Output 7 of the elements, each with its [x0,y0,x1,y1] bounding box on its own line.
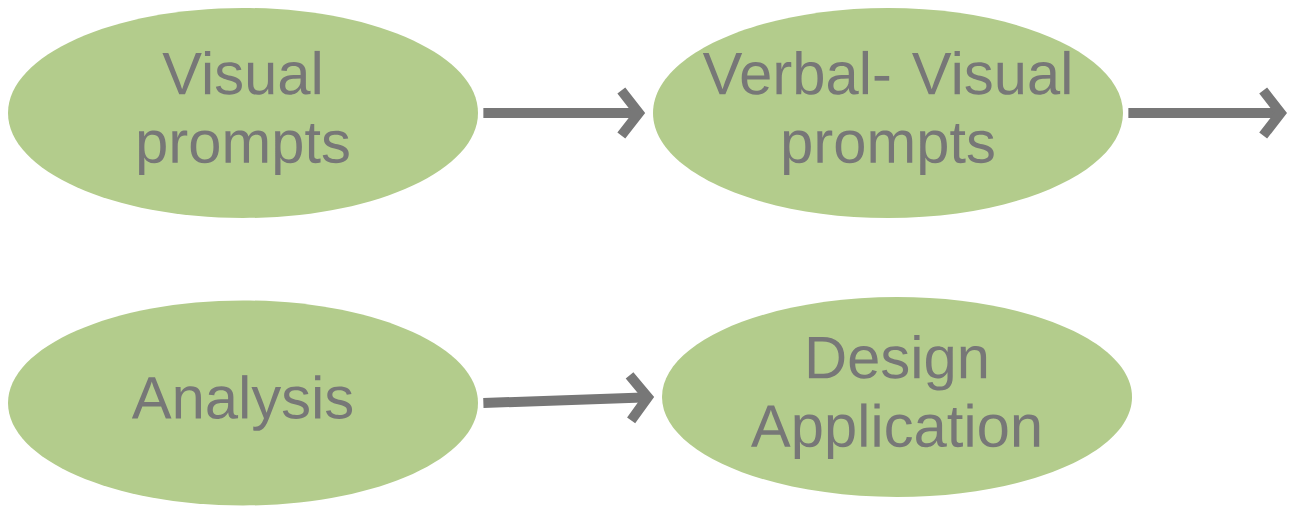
ellipse-node: Design Application [662,297,1132,497]
ellipse-node: Analysis [8,300,478,506]
ellipse-node: Visual prompts [8,8,478,218]
ellipse-node: Verbal- Visual prompts [653,8,1123,218]
arrow [483,87,646,139]
arrow [1128,87,1287,139]
arrow [483,372,655,424]
